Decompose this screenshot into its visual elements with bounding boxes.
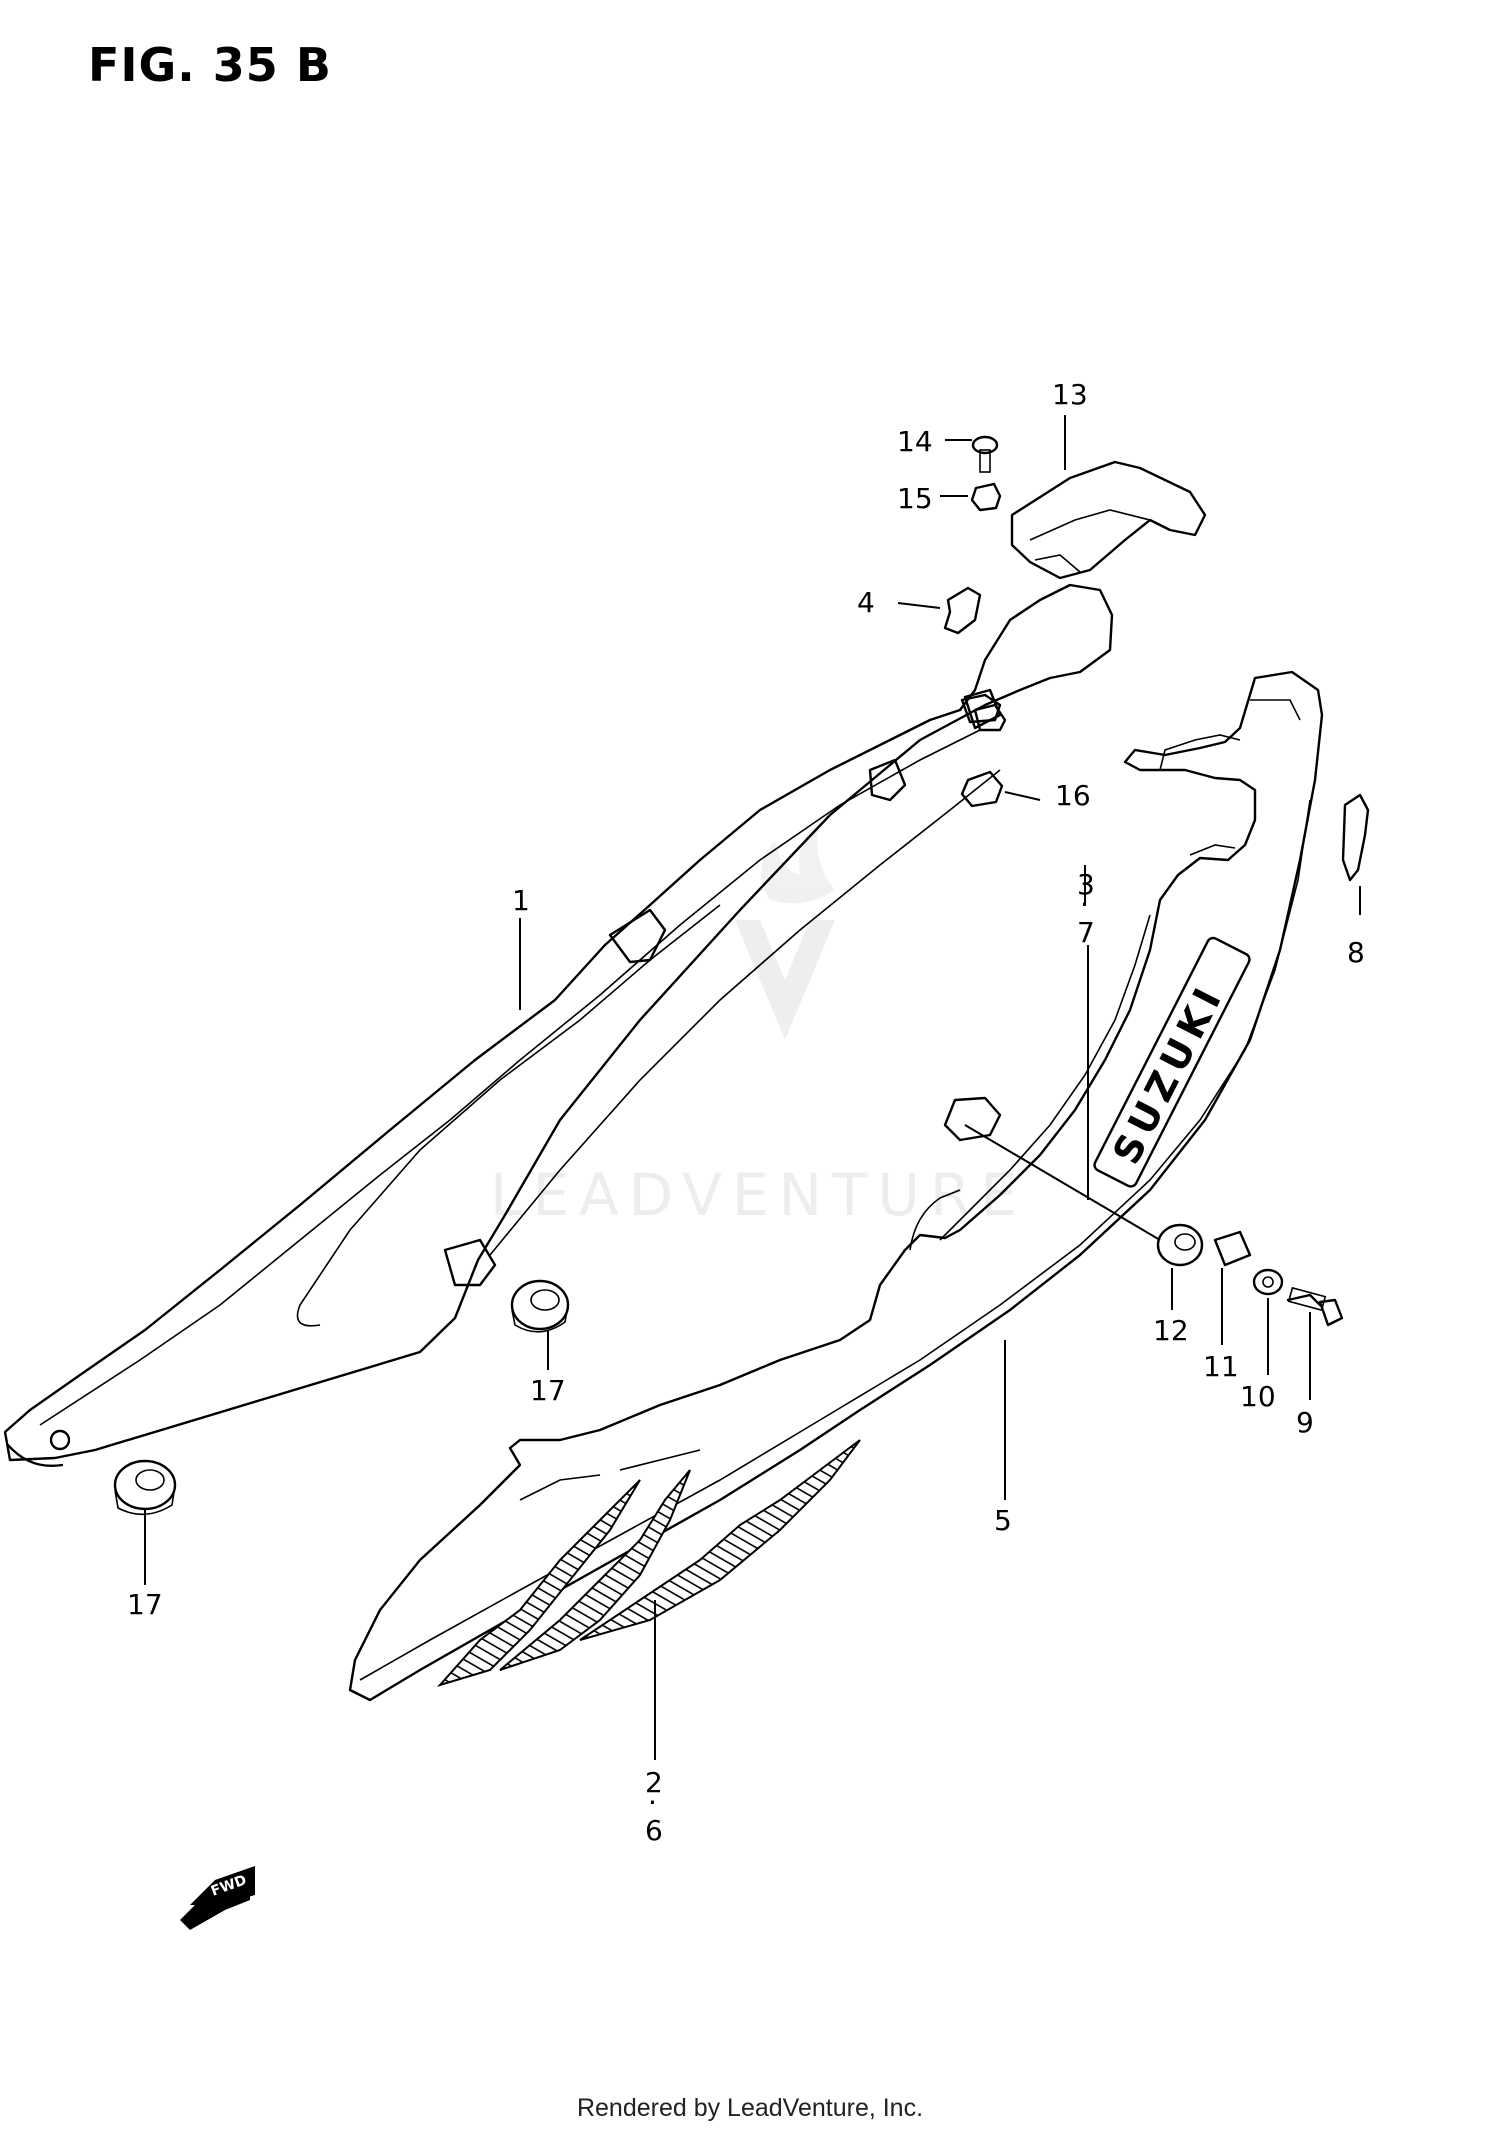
callout-13: 13 [1052, 378, 1088, 411]
fwd-arrow-icon: FWD [180, 1866, 255, 1930]
callout-4: 4 [857, 586, 875, 619]
callout-16: 16 [1055, 779, 1091, 812]
watermark-text: LEADVENTURE [490, 1161, 1027, 1229]
watermark-logo: LEADVENTURE [490, 820, 1027, 1229]
left-frame-cover [3, 583, 1114, 1467]
upper-bracket [1010, 460, 1207, 580]
callout-7: 7 [1077, 916, 1095, 949]
callout-17-b: 17 [127, 1588, 163, 1621]
footer-credit: Rendered by LeadVenture, Inc. [576, 2094, 924, 2122]
suzuki-decal: SUZUKI [1093, 936, 1251, 1188]
suzuki-decal-text: SUZUKI [1104, 976, 1232, 1171]
callout-5: 5 [994, 1504, 1012, 1537]
callout-separator-2-6: · [648, 1786, 657, 1819]
callout-6: 6 [645, 1814, 663, 1847]
grommet-bottom [113, 1459, 177, 1516]
callout-8: 8 [1347, 936, 1365, 969]
callout-17-a: 17 [530, 1374, 566, 1407]
screw-part [971, 435, 999, 473]
washer-part [970, 482, 1002, 512]
callout-15: 15 [897, 482, 933, 515]
callout-labels: 13 14 15 4 16 8 1 3 · 7 12 11 10 9 17 5 … [127, 378, 1365, 1847]
callout-1: 1 [512, 884, 530, 917]
leader-lines [144, 415, 1361, 1760]
grommet-left [510, 1279, 570, 1333]
callout-14: 14 [897, 425, 933, 458]
stripe-decal [436, 1439, 861, 1687]
callout-9: 9 [1296, 1406, 1314, 1439]
nut-part [960, 693, 1004, 808]
callout-3: 3 [1077, 868, 1095, 901]
callout-12: 12 [1153, 1314, 1189, 1347]
bolt-set [1156, 1223, 1344, 1327]
figure-title: FIG. 35 B [88, 38, 332, 92]
callout-2: 2 [645, 1766, 663, 1799]
callout-11: 11 [1203, 1350, 1239, 1383]
clip-part [1341, 793, 1370, 882]
callout-10: 10 [1240, 1380, 1276, 1413]
callout-separator-3-7: · [1080, 888, 1089, 921]
plate-part [943, 586, 982, 635]
